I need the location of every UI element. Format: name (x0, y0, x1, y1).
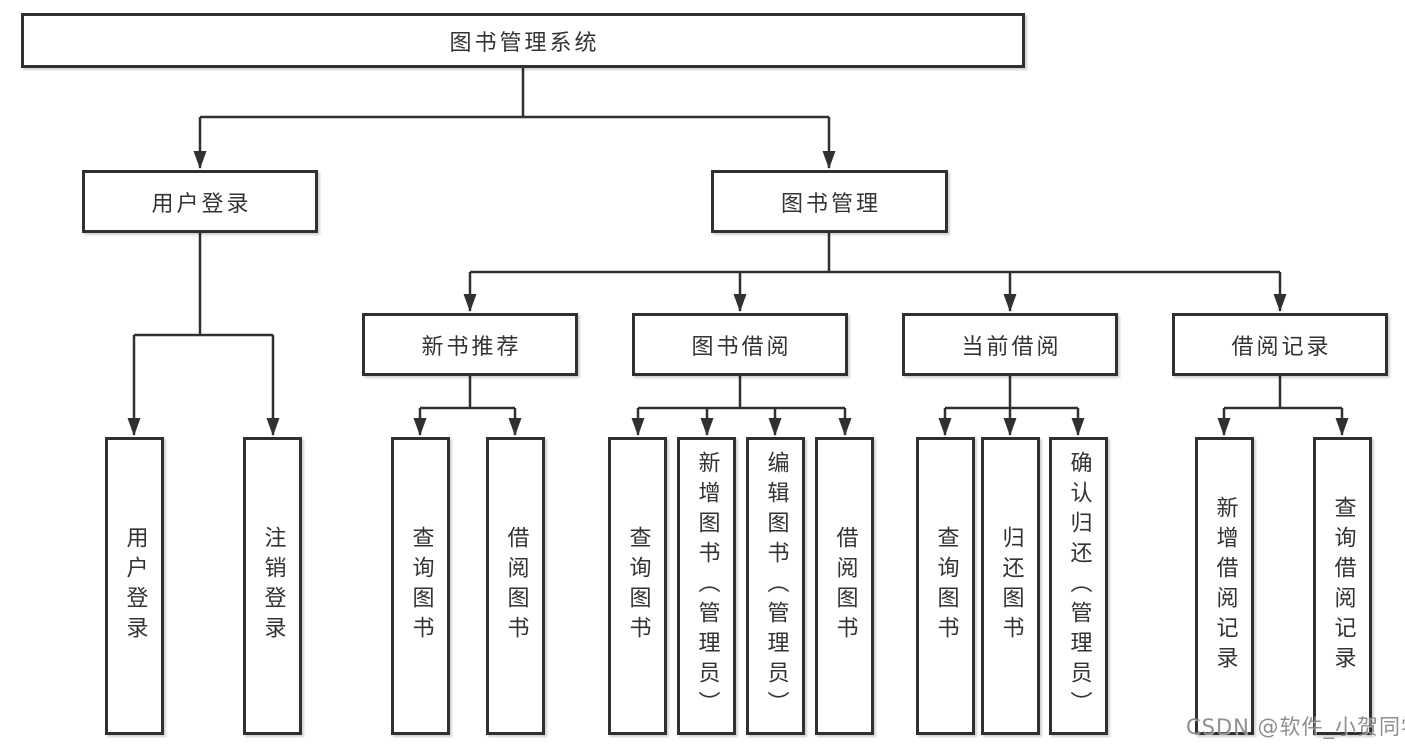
node-book-management: 图书管理 (711, 170, 948, 233)
node-current-borrow-label: 当前借阅 (961, 334, 1062, 360)
node-query-borrow-record: 查询借阅记录 (1313, 437, 1372, 735)
node-borrow-query-books: 查询图书 (608, 437, 667, 735)
node-add-borrow-record: 新增借阅记录 (1195, 437, 1254, 735)
node-current-query-books-label: 查询图书 (933, 526, 959, 646)
node-current-query-books: 查询图书 (916, 437, 975, 735)
node-query-borrow-record-label: 查询借阅记录 (1330, 496, 1356, 676)
node-root-label: 图书管理系统 (449, 30, 600, 56)
node-user-login: 用户登录 (82, 170, 318, 233)
node-current-borrow: 当前借阅 (902, 313, 1118, 376)
node-borrow-records-label: 借阅记录 (1231, 334, 1332, 360)
node-book-management-label: 图书管理 (780, 191, 881, 217)
node-user-login-leaf: 用户登录 (105, 437, 164, 735)
node-borrow-borrow-books: 借阅图书 (815, 437, 874, 735)
node-new-book-recommend-label: 新书推荐 (421, 334, 522, 360)
node-logout: 注销登录 (243, 437, 302, 735)
node-recommend-query-books: 查询图书 (391, 437, 450, 735)
node-borrow-query-books-label: 查询图书 (625, 526, 651, 646)
node-add-book-admin-label: 新增图书（管理员） (694, 451, 720, 721)
csdn-watermark: CSDN @软件_小贺同学 (1186, 715, 1405, 739)
node-root: 图书管理系统 (21, 13, 1025, 68)
node-return-books-label: 归还图书 (998, 526, 1024, 646)
node-user-login-label: 用户登录 (151, 191, 252, 217)
node-recommend-borrow-books: 借阅图书 (486, 437, 545, 735)
node-recommend-query-books-label: 查询图书 (408, 526, 434, 646)
node-edit-book-admin-label: 编辑图书（管理员） (763, 451, 789, 721)
node-new-book-recommend: 新书推荐 (362, 313, 578, 376)
node-logout-label: 注销登录 (260, 526, 286, 646)
node-confirm-return-admin-label: 确认归还（管理员） (1066, 451, 1092, 721)
node-recommend-borrow-books-label: 借阅图书 (503, 526, 529, 646)
node-add-borrow-record-label: 新增借阅记录 (1212, 496, 1238, 676)
node-user-login-leaf-label: 用户登录 (122, 526, 148, 646)
node-borrow-records: 借阅记录 (1172, 313, 1388, 376)
node-book-borrow-label: 图书借阅 (691, 334, 792, 360)
node-return-books: 归还图书 (981, 437, 1040, 735)
node-confirm-return-admin: 确认归还（管理员） (1049, 437, 1108, 735)
node-edit-book-admin: 编辑图书（管理员） (746, 437, 805, 735)
node-borrow-borrow-books-label: 借阅图书 (832, 526, 858, 646)
node-add-book-admin: 新增图书（管理员） (677, 437, 736, 735)
node-book-borrow: 图书借阅 (632, 313, 848, 376)
